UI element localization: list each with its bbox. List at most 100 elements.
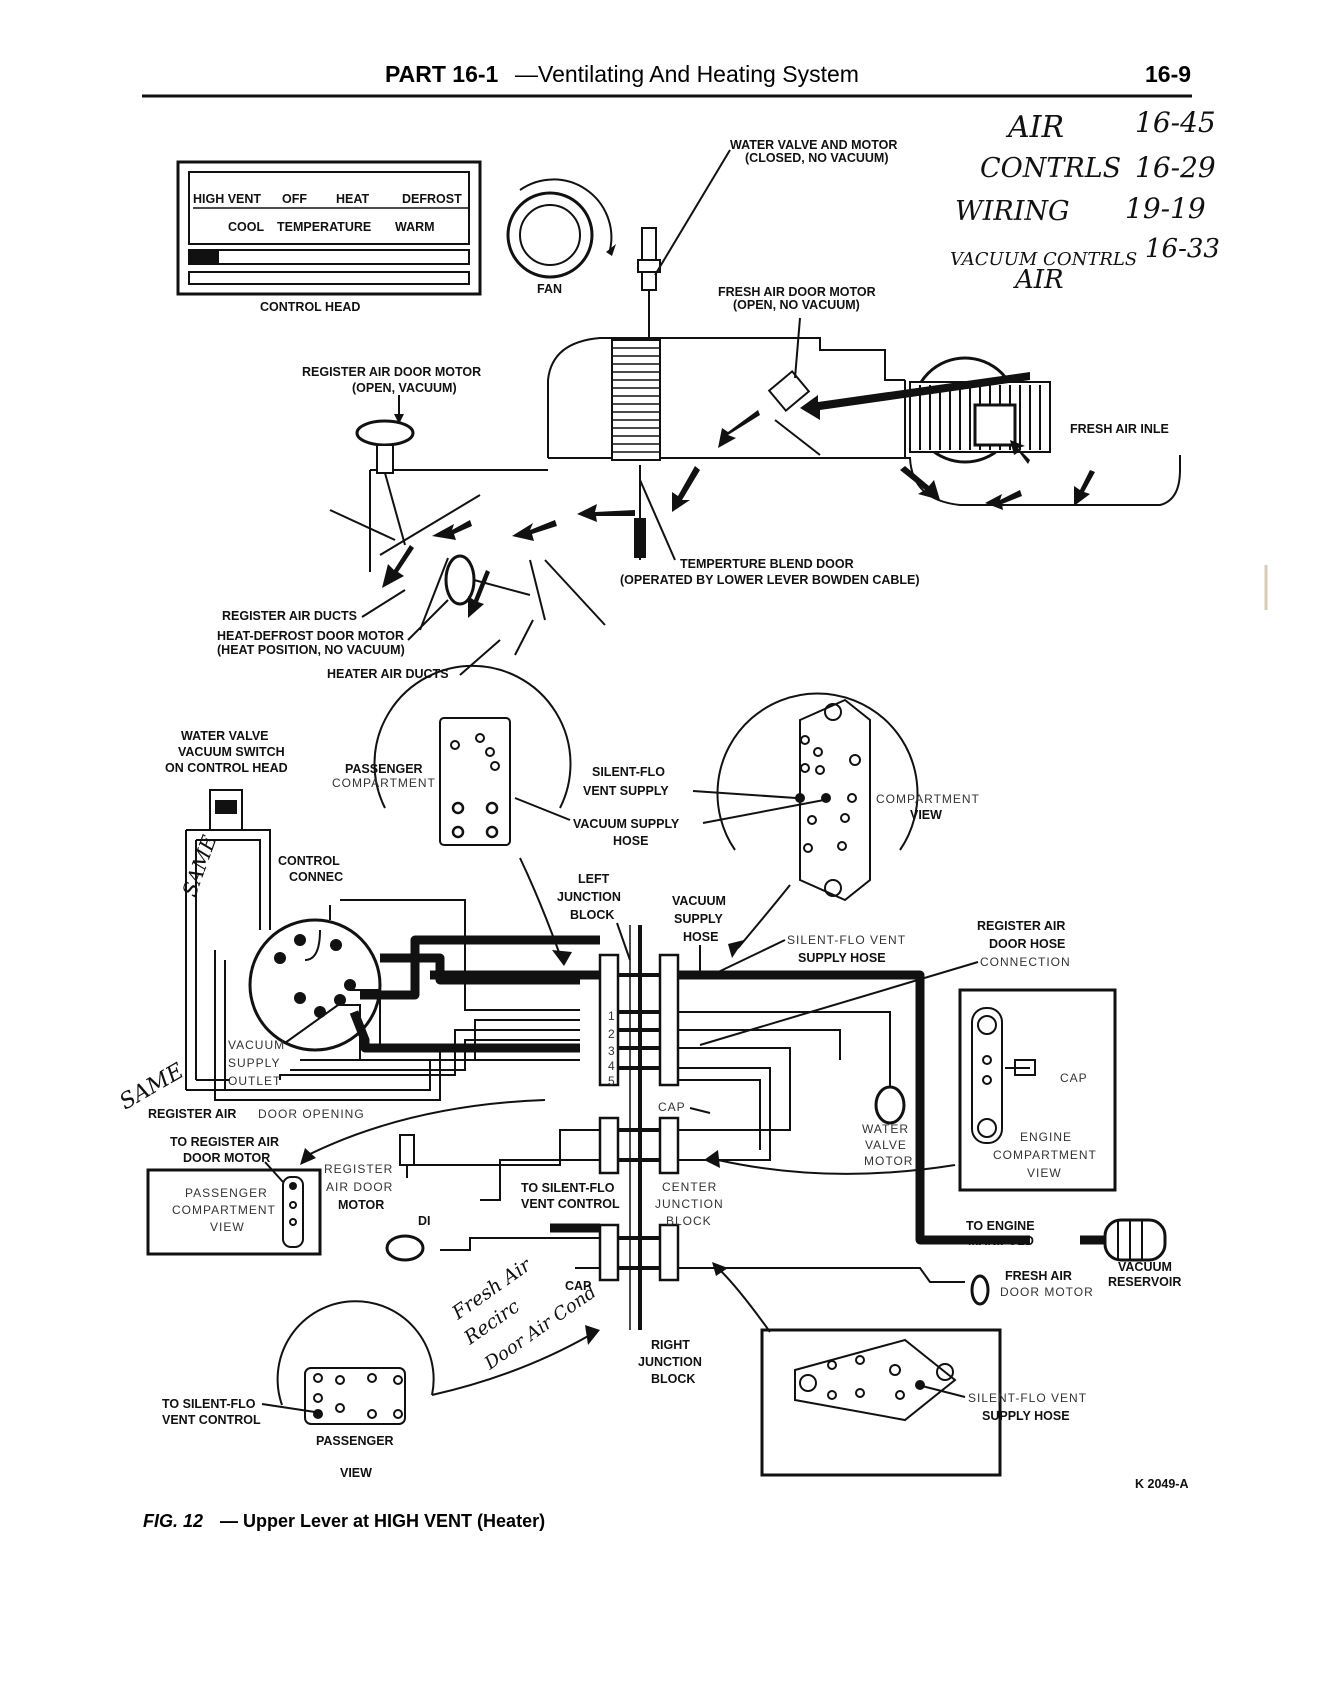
lbl-engine-3: VIEW (1027, 1166, 1062, 1180)
fresh-air-door-motor (767, 369, 811, 413)
lbl-radm-1: REGISTER (324, 1162, 393, 1176)
lbl-wvm-3: MOTOR (864, 1154, 913, 1168)
note-wiring: WIRING (955, 196, 1070, 227)
lbl-right-2: JUNCTION (638, 1355, 702, 1369)
lbl-fresh-air-inlet: FRESH AIR INLE (1070, 422, 1169, 436)
lbl-block: BLOCK (570, 908, 614, 922)
note-same-1: SAME (177, 832, 221, 900)
lbl-register-air-ducts: REGISTER AIR DUCTS (222, 609, 357, 623)
lbl-fresh-air-door-motor: FRESH AIR DOOR MOTOR (718, 285, 876, 299)
engine-detail-circle: COMPARTMENT VIEW (716, 692, 980, 902)
caption-text: — Upper Lever at HIGH VENT (Heater) (220, 1511, 545, 1531)
lower-labels: WATER VALVE VACUUM SWITCH ON CONTROL HEA… (148, 729, 1189, 1491)
lbl-vso-1: VACUUM (228, 1038, 285, 1052)
vacuum-system (146, 789, 1167, 1477)
note-air: AIR (1005, 110, 1064, 145)
lbl-left: LEFT (578, 872, 610, 886)
lbl-silent-flo: SILENT-FLO (592, 765, 665, 779)
lbl-blend-door: TEMPERTURE BLEND DOOR (680, 557, 854, 571)
lbl-vent-supply: VENT SUPPLY (583, 784, 669, 798)
control-head-label: CONTROL HEAD (260, 300, 360, 314)
lbl-compartment-view-2: VIEW (910, 808, 942, 822)
port-4: 4 (608, 1059, 616, 1073)
register-air-door-motor (355, 419, 415, 447)
lbl-vacuum: VACUUM (672, 894, 726, 908)
lbl-wv-switch-1: WATER VALVE (181, 729, 269, 743)
lbl-sfv-b1: SILENT-FLO VENT (968, 1391, 1087, 1405)
lbl-center-1: CENTER (662, 1180, 717, 1194)
note-16-45: 16-45 (1135, 106, 1216, 139)
lbl-rad-hose-3: CONNECTION (980, 955, 1071, 969)
lbl-to-sfv-b1: TO SILENT-FLO (162, 1397, 256, 1411)
port-5: 5 (608, 1074, 616, 1088)
lbl-rado-2: DOOR OPENING (258, 1107, 365, 1121)
lbl-sfv-b2: SUPPLY HOSE (982, 1409, 1070, 1423)
heat-defrost-motor-lower (385, 1234, 425, 1262)
heat-defrost-door-motor (444, 554, 476, 606)
lbl-wvm-1: WATER (862, 1122, 909, 1136)
heater-core (611, 339, 661, 461)
lbl-rad-hose-2: DOOR HOSE (989, 937, 1065, 951)
lbl-to-reg-1: TO REGISTER AIR (170, 1135, 279, 1149)
temperature-blend-door (634, 518, 646, 558)
center-junction-block (598, 1116, 620, 1175)
left-junction-block (598, 953, 620, 1087)
note-controls: CONTRLS (980, 153, 1121, 184)
ch-high-vent: HIGH VENT (193, 192, 261, 206)
note-vacuum-controls: VACUUM CONTRLS (950, 249, 1137, 270)
note-16-29: 16-29 (1135, 151, 1216, 184)
lbl-center-3: BLOCK (666, 1214, 712, 1228)
lbl-supply: SUPPLY (674, 912, 724, 926)
fan-knob (506, 191, 594, 279)
figure-code: K 2049-A (1135, 1477, 1189, 1491)
lbl-compartment: COMPARTMENT (332, 776, 436, 790)
airflow-arrows (382, 372, 1095, 618)
figure-caption: FIG. 12 — Upper Lever at HIGH VENT (Heat… (143, 1511, 545, 1531)
ch-warm: WARM (395, 220, 435, 234)
lbl-wv-switch-2: VACUUM SWITCH (178, 745, 285, 759)
ch-heat: HEAT (336, 192, 369, 206)
lbl-radm-3: MOTOR (338, 1198, 384, 1212)
lbl-vso-2: SUPPLY (228, 1056, 280, 1070)
left-junction-block-right (658, 953, 680, 1087)
lbl-center-2: JUNCTION (655, 1197, 724, 1211)
lbl-di: DI (418, 1214, 431, 1228)
lbl-cap-2: CAP (1060, 1071, 1088, 1085)
lbl-compartment-view-1: COMPARTMENT (876, 792, 980, 806)
fan-label: FAN (537, 282, 562, 296)
lbl-to-reg-2: DOOR MOTOR (183, 1151, 270, 1165)
port-3: 3 (608, 1044, 616, 1058)
note-16-33: 16-33 (1145, 234, 1220, 264)
lbl-heater-air-ducts: HEATER AIR DUCTS (327, 667, 449, 681)
lbl-heat-defrost-2: (HEAT POSITION, NO VACUUM) (217, 643, 405, 657)
lbl-control: CONTROL (278, 854, 340, 868)
part-prefix: PART 16-1 (385, 61, 499, 87)
passenger-detail-circle: PASSENGER COMPARTMENT (332, 664, 572, 846)
lbl-register-air-door-motor-2: (OPEN, VACUUM) (352, 381, 457, 395)
lbl-rado-1: REGISTER AIR (148, 1107, 236, 1121)
lbl-passenger: PASSENGER (345, 762, 423, 776)
lbl-connec: CONNEC (289, 870, 343, 884)
lbl-to-sfv-b2: VENT CONTROL (162, 1413, 261, 1427)
lbl-register-air-door-motor: REGISTER AIR DOOR MOTOR (302, 365, 481, 379)
register-air-door-motor-lower (399, 1134, 415, 1166)
lbl-pview-2: COMPARTMENT (172, 1203, 276, 1217)
lbl-to-engine-2: MANIFOLD (968, 1234, 1034, 1248)
silent-flo-callouts: SILENT-FLO VENT SUPPLY VACUUM SUPPLY HOS… (514, 765, 825, 848)
note-19-19: 19-19 (1125, 192, 1206, 225)
ch-off: OFF (282, 192, 307, 206)
lbl-passenger-b: PASSENGER (316, 1434, 394, 1448)
port-1: 1 (608, 1009, 616, 1023)
lbl-view-b: VIEW (340, 1466, 372, 1480)
part-title: —Ventilating And Heating System (515, 61, 859, 87)
lbl-vr-2: RESERVOIR (1108, 1275, 1181, 1289)
lbl-vacuum-supply: VACUUM SUPPLY (573, 817, 680, 831)
control-head-lever-indicator (189, 250, 219, 264)
lbl-vso-3: OUTLET (228, 1074, 281, 1088)
fresh-air-door-motor-lower (970, 1274, 990, 1306)
lbl-right-3: BLOCK (651, 1372, 695, 1386)
lbl-vacuum-supply-hose: HOSE (613, 834, 648, 848)
lbl-wvm-2: VALVE (865, 1138, 907, 1152)
lbl-wv-switch-3: ON CONTROL HEAD (165, 761, 288, 775)
caption-fig: FIG. 12 (143, 1511, 203, 1531)
